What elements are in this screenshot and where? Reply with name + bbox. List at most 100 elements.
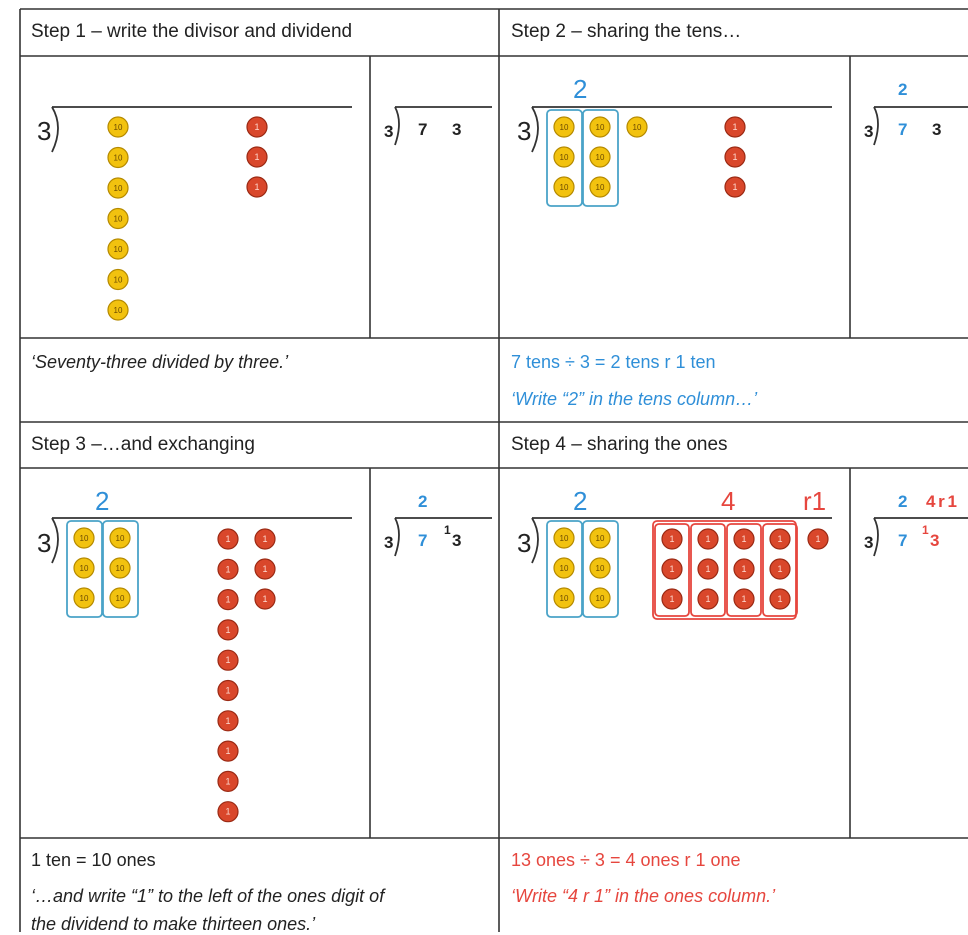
svg-text:10: 10 [114, 245, 123, 254]
table-grid [19, 8, 968, 932]
step4-group2-one-counter-3: 1 [697, 588, 719, 610]
step4-written-tens: 7 [898, 531, 908, 550]
step4-tens-group-1 [546, 520, 583, 618]
step2-group2-ten-counter-1: 10 [589, 116, 611, 138]
step4-ones-group-2 [690, 523, 726, 617]
svg-text:1: 1 [225, 564, 230, 574]
svg-text:1: 1 [225, 595, 230, 605]
step4-group2-one-counter-1: 1 [697, 528, 719, 550]
step2-note-instruction: ‘Write “2” in the tens column…’ [511, 389, 758, 409]
svg-text:1: 1 [225, 807, 230, 817]
step3-exchanged-one-counter-10: 1 [217, 801, 239, 823]
step4-exchange-digit: 1 [922, 523, 929, 537]
svg-text:10: 10 [80, 594, 89, 603]
step1-note: ‘Seventy-three divided by three.’ [31, 352, 289, 372]
step3-exchanged-one-counter-8: 1 [217, 740, 239, 762]
step3-exchanged-one-counter-5: 1 [217, 649, 239, 671]
step3-note-exchange: 1 ten = 10 ones [31, 850, 156, 870]
svg-text:1: 1 [777, 534, 782, 544]
svg-text:1: 1 [262, 594, 267, 604]
svg-text:10: 10 [596, 123, 605, 132]
svg-text:10: 10 [560, 153, 569, 162]
svg-text:1: 1 [741, 534, 746, 544]
step3-exchange-digit: 1 [444, 523, 451, 537]
step4-tens-group-2 [582, 520, 619, 618]
svg-text:10: 10 [114, 215, 123, 224]
grouping-boxes [66, 109, 798, 620]
step3-exchanged-one-counter-4: 1 [217, 619, 239, 641]
svg-text:10: 10 [560, 594, 569, 603]
step3-one-counter-3: 1 [254, 588, 276, 610]
svg-text:10: 10 [114, 306, 123, 315]
step4-quotient-tens: 2 [573, 486, 588, 516]
step1-heading: Step 1 – write the divisor and dividend [31, 21, 353, 42]
step2-group1-ten-counter-2: 10 [553, 146, 575, 168]
step1-ten-counter-5: 10 [107, 238, 129, 260]
svg-text:1: 1 [254, 122, 259, 132]
svg-text:1: 1 [669, 564, 674, 574]
step2-leftover-ten-counter: 10 [626, 116, 648, 138]
step2-written-tens: 7 [898, 120, 908, 139]
step2-heading: Step 2 – sharing the tens… [511, 21, 742, 42]
svg-text:1: 1 [225, 716, 230, 726]
svg-text:1: 1 [732, 182, 737, 192]
written-bracket-s1 [394, 106, 492, 146]
svg-text:1: 1 [705, 534, 710, 544]
bus-stop-bracket-s4 [531, 517, 832, 564]
step4-ones-group-3 [726, 523, 762, 617]
svg-text:1: 1 [777, 594, 782, 604]
step1-ten-counter-1: 10 [107, 116, 129, 138]
step4-written-ones: 3 [930, 531, 940, 550]
step4-written-divisor: 3 [864, 533, 874, 552]
step3-one-counter-1: 1 [254, 528, 276, 550]
step2-group2-ten-counter-3: 10 [589, 176, 611, 198]
step3-note-instruction-line2: the dividend to make thirteen ones.’ [31, 914, 316, 934]
step4-remainder: r1 [803, 486, 827, 516]
svg-text:1: 1 [705, 594, 710, 604]
step3-exchanged-one-counter-9: 1 [217, 770, 239, 793]
svg-text:10: 10 [560, 534, 569, 543]
step3-written-ones: 3 [452, 531, 462, 550]
step4-group2-one-counter-2: 1 [697, 558, 719, 580]
step4-note-calculation: 13 ones ÷ 3 = 4 ones r 1 one [511, 850, 741, 870]
step3-group2-ten-counter-1: 10 [109, 527, 131, 549]
svg-text:10: 10 [116, 564, 125, 573]
step3-written-quotient-tens: 2 [418, 492, 428, 511]
step3-heading: Step 3 –…and exchanging [31, 434, 255, 455]
svg-text:1: 1 [741, 594, 746, 604]
written-bracket-s4 [873, 517, 968, 557]
step4-group4-one-counter-2: 1 [769, 558, 791, 580]
step2-one-counter-3: 1 [724, 176, 746, 198]
step4-heading: Step 4 – sharing the ones [511, 434, 728, 455]
step3-divisor: 3 [37, 528, 52, 558]
step4-written-quotient-tens: 2 [898, 492, 908, 511]
svg-text:10: 10 [596, 564, 605, 573]
svg-text:1: 1 [225, 746, 230, 756]
step4-group2-ten-counter-3: 10 [589, 587, 611, 609]
step2-one-counter-2: 1 [724, 146, 746, 168]
step3-group2-ten-counter-3: 10 [109, 587, 131, 609]
step2-divisor: 3 [517, 116, 532, 146]
svg-text:1: 1 [225, 534, 230, 544]
step4-group2-ten-counter-1: 10 [589, 527, 611, 549]
step4-group3-one-counter-2: 1 [733, 558, 755, 580]
step1-divisor: 3 [37, 116, 52, 146]
step2-written-ones: 3 [932, 120, 942, 139]
step3-tens-group-1 [66, 520, 103, 618]
svg-text:10: 10 [560, 183, 569, 192]
step3-written-divisor: 3 [384, 533, 394, 552]
svg-text:1: 1 [669, 534, 674, 544]
step2-group2-ten-counter-2: 10 [589, 146, 611, 168]
svg-text:1: 1 [669, 594, 674, 604]
step1-one-counter-1: 1 [246, 116, 268, 138]
svg-text:1: 1 [741, 564, 746, 574]
step2-one-counter-1: 1 [724, 116, 746, 138]
step1-ten-counter-2: 10 [107, 146, 129, 169]
step3-written-tens: 7 [418, 531, 428, 550]
svg-text:10: 10 [633, 123, 642, 132]
step3-exchanged-one-counter-6: 1 [217, 679, 239, 702]
step3-note-instruction-line1: ‘…and write “1” to the left of the ones … [31, 886, 385, 906]
step4-note-instruction: ‘Write “4 r 1” in the ones column.’ [511, 886, 776, 906]
